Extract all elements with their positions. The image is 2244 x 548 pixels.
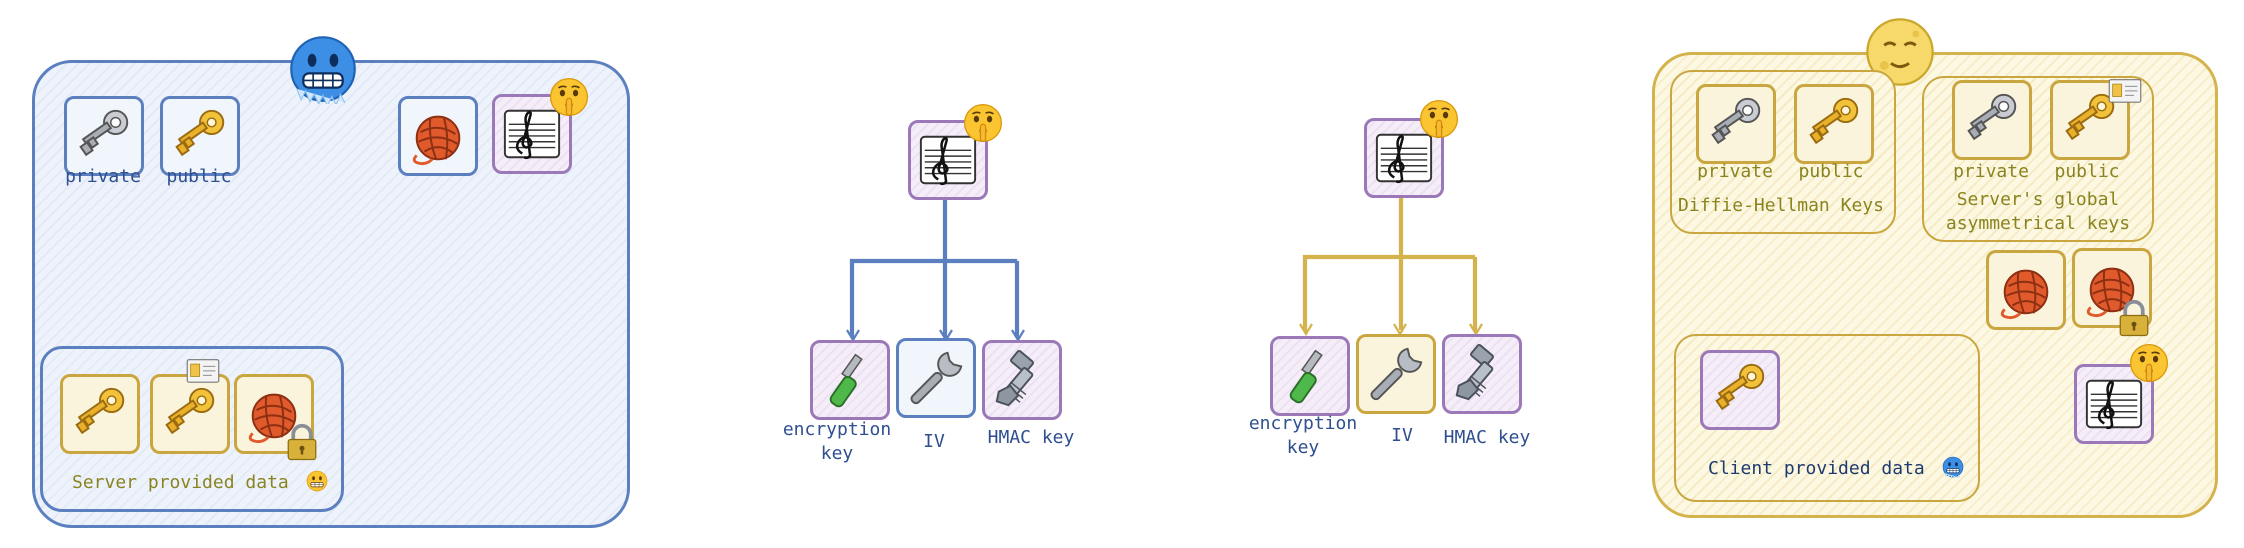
global-public-key-label: public <box>2054 161 2120 182</box>
client-encryption-key-tile <box>1270 336 1350 416</box>
wrench-icon <box>1365 343 1427 405</box>
server-encryption-key-label: encryption key <box>782 419 892 464</box>
server-iv-label: IV <box>923 431 945 452</box>
server-data-key-tile <box>60 374 140 454</box>
global-private-key-tile <box>1952 80 2032 160</box>
shushing-face-icon <box>2128 342 2170 384</box>
dh-public-key-tile <box>1794 84 1874 164</box>
private-key-label: private <box>65 166 141 187</box>
lock-icon <box>2114 296 2154 340</box>
server-encryption-key-tile <box>810 340 890 420</box>
public-key-tile <box>160 96 240 176</box>
client-hmac-key-tile <box>1442 334 1522 414</box>
private-key-tile <box>64 96 144 176</box>
dh-private-key-tile <box>1696 84 1776 164</box>
gold-key-icon <box>1803 93 1865 155</box>
public-key-label: public <box>166 166 232 187</box>
shushing-face-icon <box>1418 98 1460 140</box>
screwdriver-icon <box>819 349 881 411</box>
secret-material-tile <box>398 96 478 176</box>
client-encryption-key-label: encryption key <box>1248 413 1358 458</box>
client-iv-label: IV <box>1391 425 1413 446</box>
gold-key-icon <box>1709 359 1771 421</box>
server-data-cert-key-tile <box>150 374 230 454</box>
silver-key-icon <box>1961 89 2023 151</box>
dh-public-key-label: public <box>1798 161 1864 182</box>
certificate-icon <box>2104 74 2146 110</box>
nut-and-bolt-icon <box>991 349 1053 411</box>
client-provided-data-label: Client provided data <box>1708 456 1964 481</box>
client-hmac-key-label: HMAC key <box>1443 427 1531 448</box>
wrench-icon <box>905 347 967 409</box>
client-yarn-tile-2 <box>2072 248 2152 328</box>
server-hmac-key-tile <box>982 340 1062 420</box>
client-shared-secret-result-tile <box>2074 364 2154 444</box>
client-yarn-tile-1 <box>1986 250 2066 330</box>
dh-group-label: Diffie-Hellman Keys <box>1678 195 1884 216</box>
client-iv-tile <box>1356 334 1436 414</box>
silver-key-icon <box>1705 93 1767 155</box>
client-data-key-tile <box>1700 350 1780 430</box>
shushing-face-icon <box>962 102 1004 144</box>
server-provided-data-label: Server provided data <box>72 470 328 495</box>
nut-and-bolt-icon <box>1451 343 1513 405</box>
yarn-ball-icon <box>1995 259 2057 321</box>
server-tree-connectors <box>846 190 1025 343</box>
server-hmac-key-label: HMAC key <box>987 427 1075 448</box>
screwdriver-icon <box>1279 345 1341 407</box>
dh-private-key-label: private <box>1697 161 1773 182</box>
client-tree-connectors <box>1299 190 1483 337</box>
server-iv-tile <box>896 338 976 418</box>
cold-face-icon <box>1942 456 1964 478</box>
global-private-key-label: private <box>1953 161 2029 182</box>
server-global-keys-label: Server's global asymmetrical keys <box>1945 189 2131 234</box>
